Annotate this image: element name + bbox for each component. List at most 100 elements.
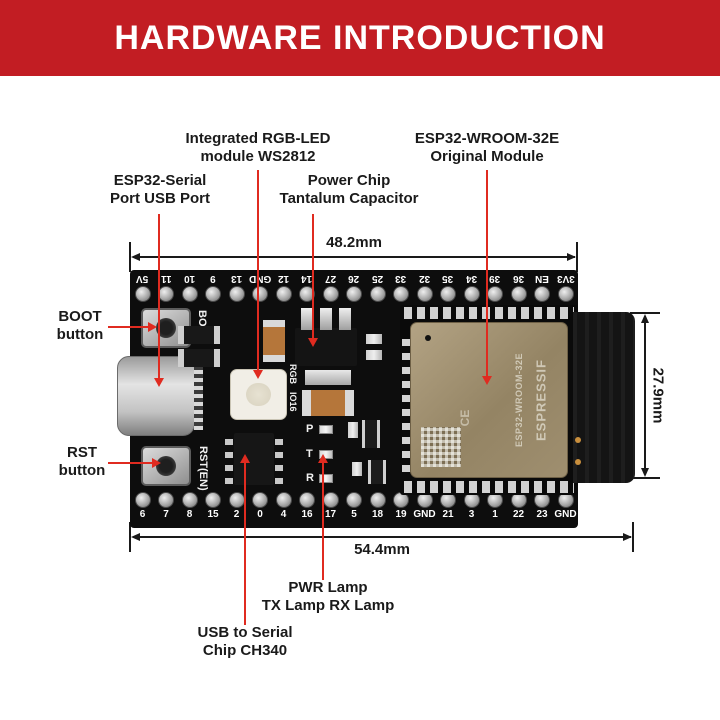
io16-silkscreen: IO16 <box>288 392 298 412</box>
pcb-antenna <box>573 312 635 483</box>
label-line: button <box>58 462 106 479</box>
pin-hole <box>205 286 221 302</box>
pin-hole <box>299 492 315 508</box>
pin-label: 7 <box>163 509 169 520</box>
module-pads-bottom <box>404 481 574 493</box>
tantalum-capacitor <box>263 320 285 362</box>
pin: 8 <box>179 491 200 521</box>
dimension-arrow-down-icon <box>641 468 649 477</box>
module-brand-text: ESPRESSIF <box>533 359 549 441</box>
label-boot-button: BOOT button <box>40 308 120 344</box>
pin-hole <box>369 286 386 302</box>
dimension-tick <box>129 522 131 552</box>
pin: 35 <box>438 272 459 302</box>
capacitor-component <box>178 326 220 344</box>
label-line: ESP32-WROOM-32E <box>414 130 560 147</box>
label-line: module WS2812 <box>200 148 316 165</box>
label-line: BOOT <box>58 308 102 325</box>
rgb-silkscreen: RGB <box>288 364 298 384</box>
pin-label: 5 <box>351 509 357 520</box>
label-line: Port USB Port <box>109 190 210 207</box>
smd-component <box>366 350 382 360</box>
pin: 26 <box>344 272 365 302</box>
dimension-tick <box>630 312 660 314</box>
label-power-chip: Power Chip Tantalum Capacitor <box>259 172 439 208</box>
pin: 12 <box>273 272 294 302</box>
pin-label: 34 <box>465 273 478 284</box>
pin: 0 <box>250 491 271 521</box>
pin-label: 21 <box>442 509 454 520</box>
pin-label: 0 <box>257 509 263 520</box>
chip-pins <box>225 434 233 484</box>
pin: 7 <box>156 491 177 521</box>
pin: 16 <box>297 491 318 521</box>
power-chip-leg <box>320 308 332 330</box>
module-pads-left <box>402 332 412 472</box>
pin: EN <box>532 272 553 302</box>
label-line: ESP32-Serial <box>113 172 207 189</box>
pin: 19 <box>391 491 412 521</box>
pin-hole <box>275 286 292 302</box>
pin-label: 1 <box>492 509 498 520</box>
power-chip-leg <box>301 308 313 330</box>
dimension-line-top <box>133 256 575 258</box>
pin: 3 <box>461 491 482 521</box>
pin-hole <box>181 286 198 302</box>
dimension-arrow-up-icon <box>641 314 649 323</box>
pin: 2 <box>226 491 247 521</box>
dimension-tick <box>630 477 660 479</box>
label-line: TX Lamp RX Lamp <box>261 597 395 614</box>
pwr-lamp-led <box>319 425 333 434</box>
smd-component <box>348 422 358 438</box>
antenna-feed-dot <box>575 459 581 465</box>
chip-pins <box>275 434 283 484</box>
callout-line-rst <box>108 462 154 464</box>
tx-lamp-silkscreen: T <box>306 448 313 460</box>
callout-line-wroom <box>486 170 488 378</box>
callout-arrow-icon <box>482 376 492 385</box>
smd-component <box>352 462 362 476</box>
power-chip-tab <box>305 370 351 385</box>
pin-label: 4 <box>280 509 287 520</box>
pin: 36 <box>508 272 529 302</box>
esp32-wroom-module: ESPRESSIF ESP32-WROOM-32E CE <box>400 305 578 495</box>
dimension-line-right <box>644 316 646 474</box>
pin-hole <box>275 492 292 508</box>
smd-component <box>366 334 382 344</box>
label-line: button <box>56 326 104 343</box>
callout-arrow-icon <box>240 454 250 463</box>
pin-hole <box>134 492 151 508</box>
pin-hole <box>158 492 174 508</box>
callout-line-rgb-led <box>257 170 259 372</box>
pin-hole <box>299 286 315 302</box>
rst-en-silkscreen: RST(EN) <box>197 446 209 491</box>
pin-hole <box>416 286 433 302</box>
label-line: RST <box>67 444 97 461</box>
label-line: Tantalum Capacitor <box>279 190 419 207</box>
pin-hole <box>463 286 480 302</box>
pin: 15 <box>203 491 224 521</box>
pin: 6 <box>132 491 153 521</box>
pin: 18 <box>367 491 388 521</box>
pin: 22 <box>508 491 529 521</box>
pin-label: 18 <box>371 509 384 520</box>
power-chip-leg <box>339 308 351 330</box>
pin-hole <box>487 286 503 302</box>
pin-label: 32 <box>418 273 431 284</box>
pin: GND <box>554 491 577 521</box>
pin-hole <box>228 492 245 508</box>
pin-hole <box>252 492 268 508</box>
pin-label: 39 <box>489 273 501 284</box>
pin-label: 2 <box>233 509 240 520</box>
callout-line-boot <box>108 326 150 328</box>
pin-label: 9 <box>210 273 216 284</box>
module-model-text: ESP32-WROOM-32E <box>514 352 524 448</box>
label-rgb-led-module: Integrated RGB-LED module WS2812 <box>158 130 358 166</box>
label-line: Integrated RGB-LED <box>185 130 331 147</box>
qr-code <box>421 427 461 467</box>
label-serial-usb-port: ESP32-Serial Port USB Port <box>85 172 235 208</box>
pin-hole <box>181 492 198 508</box>
dimension-line-bottom <box>133 536 631 538</box>
